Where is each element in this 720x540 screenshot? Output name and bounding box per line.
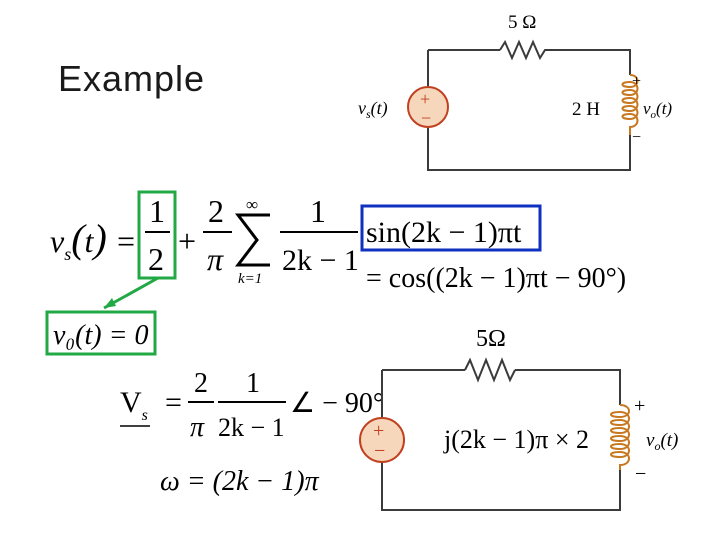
top-circuit-diagram: 5 Ω + − vs(t) 2 H + − vo(t) [358,12,672,171]
eq-coef-num: 2 [208,193,224,229]
bottom-circuit-diagram: 5Ω + − j(2k − 1)π × 2 + − vo(t) [359,326,678,511]
slide-title: Example [58,58,206,99]
top-inductor [621,74,639,135]
top-resistor-label: 5 Ω [508,12,536,33]
eq-dc-den: 2 [148,241,164,277]
sigma-symbol [234,213,270,267]
green-box-dc-output [45,310,157,356]
eq-sin-term: sin(2k − 1)πt [366,216,522,249]
top-source-minus: − [421,108,431,128]
top-voltage-source [407,86,449,128]
eq-lhs: vs(t) [50,216,107,264]
phasor-den1: π [190,412,205,443]
eq-sum-lower: k=1 [238,271,262,287]
bottom-output-label: vo(t) [646,430,678,453]
phasor-lhs: Vs [120,386,148,424]
omega-text: ω = (2k − 1)π [160,466,320,497]
phasor-den2: 2k − 1 [218,413,285,442]
phasor-angle: ∠ − 90° [290,388,384,419]
bottom-resistor [464,357,516,383]
bottom-output-minus: − [635,463,646,485]
phasor-equals: = [165,386,182,419]
top-source-label: vs(t) [358,98,388,121]
dc-output-equation: v₀(t) = 0 [45,310,157,356]
top-circuit-wires [427,49,631,171]
green-arrow [103,276,159,310]
bottom-output-plus: + [634,395,645,417]
eq-equals: = [117,223,135,259]
eq-term-den: 2k − 1 [282,244,359,277]
bottom-voltage-source [359,417,405,463]
dc-output-text: v₀(t) = 0 [53,320,148,351]
blue-box-sin-term [360,204,542,252]
eq-sum-upper: ∞ [246,195,258,214]
eq-term-num: 1 [310,193,326,229]
phasor-num1: 2 [194,368,208,399]
top-output-label: vo(t) [643,99,672,121]
bottom-impedance-label: j(2k − 1)π × 2 [443,425,589,454]
top-output-plus: + [632,73,641,90]
omega-equation: ω = (2k − 1)π [160,466,320,497]
eq-cos-term: = cos((2k − 1)πt − 90°) [366,263,626,294]
top-inductor-label: 2 H [572,99,600,120]
bottom-circuit-wires [381,369,621,511]
phasor-num2: 1 [246,368,260,399]
bottom-source-minus: − [374,440,385,462]
bottom-resistor-label: 5Ω [476,326,506,352]
top-resistor [499,39,550,61]
eq-dc-num: 1 [149,193,165,229]
eq-plus: + [178,223,196,259]
bottom-source-plus: + [373,420,384,442]
top-output-minus: − [632,129,641,146]
bottom-inductor [610,404,630,470]
top-source-plus: + [420,89,430,109]
phasor-equation: Vs = 2 π 1 2k − 1 ∠ − 90° [120,368,384,443]
eq-coef-den: π [207,241,224,277]
